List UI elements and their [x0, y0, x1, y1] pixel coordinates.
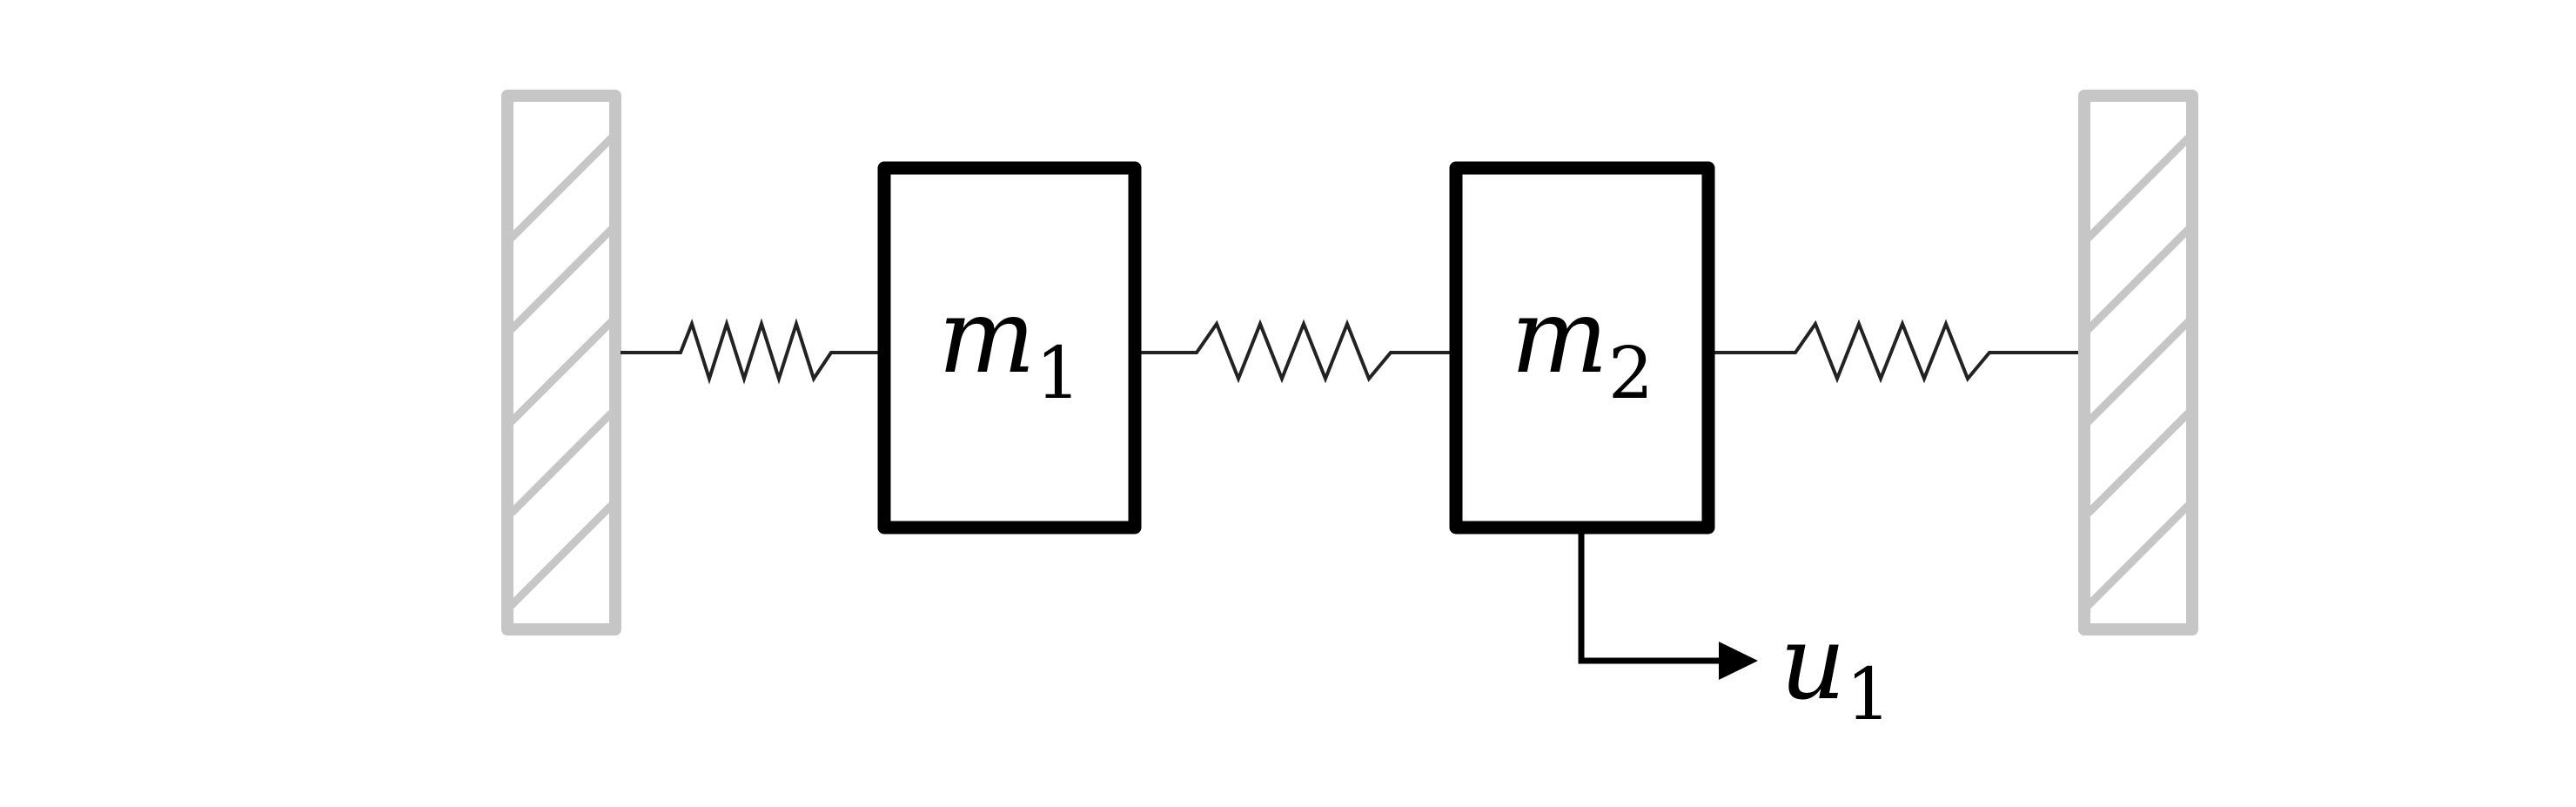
spring-left — [621, 318, 883, 385]
mass-1-subscript: 1 — [1036, 333, 1081, 415]
mass-2-subscript: 2 — [1608, 333, 1654, 415]
right-wall-hatch — [2084, 225, 2192, 333]
mass-2-box — [1449, 161, 1715, 535]
mass-2: m2 — [1449, 161, 1715, 535]
spring-right — [1714, 319, 2078, 384]
mass-1-box — [877, 161, 1142, 535]
left-wall — [501, 90, 621, 636]
right-wall — [2078, 90, 2198, 636]
left-wall-hatch — [507, 318, 615, 426]
right-wall-hatch — [2084, 318, 2192, 426]
displacement-subscript: 1 — [1846, 654, 1891, 736]
mass-1: m1 — [877, 161, 1142, 535]
left-wall-hatch — [507, 501, 615, 609]
displacement-arrow: u1 — [1578, 533, 1891, 736]
left-wall-hatch — [507, 225, 615, 333]
left-wall-hatch — [507, 409, 615, 517]
right-wall-hatch — [2084, 501, 2192, 609]
right-wall-hatch — [2084, 409, 2192, 517]
mass-2-symbol: m — [1511, 276, 1608, 396]
displacement-label: u1 — [1780, 602, 1891, 736]
spring-middle — [1136, 319, 1455, 384]
displacement-symbol: u — [1780, 602, 1846, 723]
left-wall-frame — [501, 90, 621, 636]
right-wall-frame — [2078, 90, 2198, 636]
mass-1-label: m1 — [938, 276, 1081, 415]
mass-1-symbol: m — [938, 276, 1036, 396]
mass-2-label: m2 — [1511, 276, 1654, 415]
displacement-arrow-line — [1578, 533, 1723, 664]
arrow-right-icon — [1719, 642, 1758, 680]
left-wall-hatch — [507, 134, 615, 242]
right-wall-hatch — [2084, 134, 2192, 242]
